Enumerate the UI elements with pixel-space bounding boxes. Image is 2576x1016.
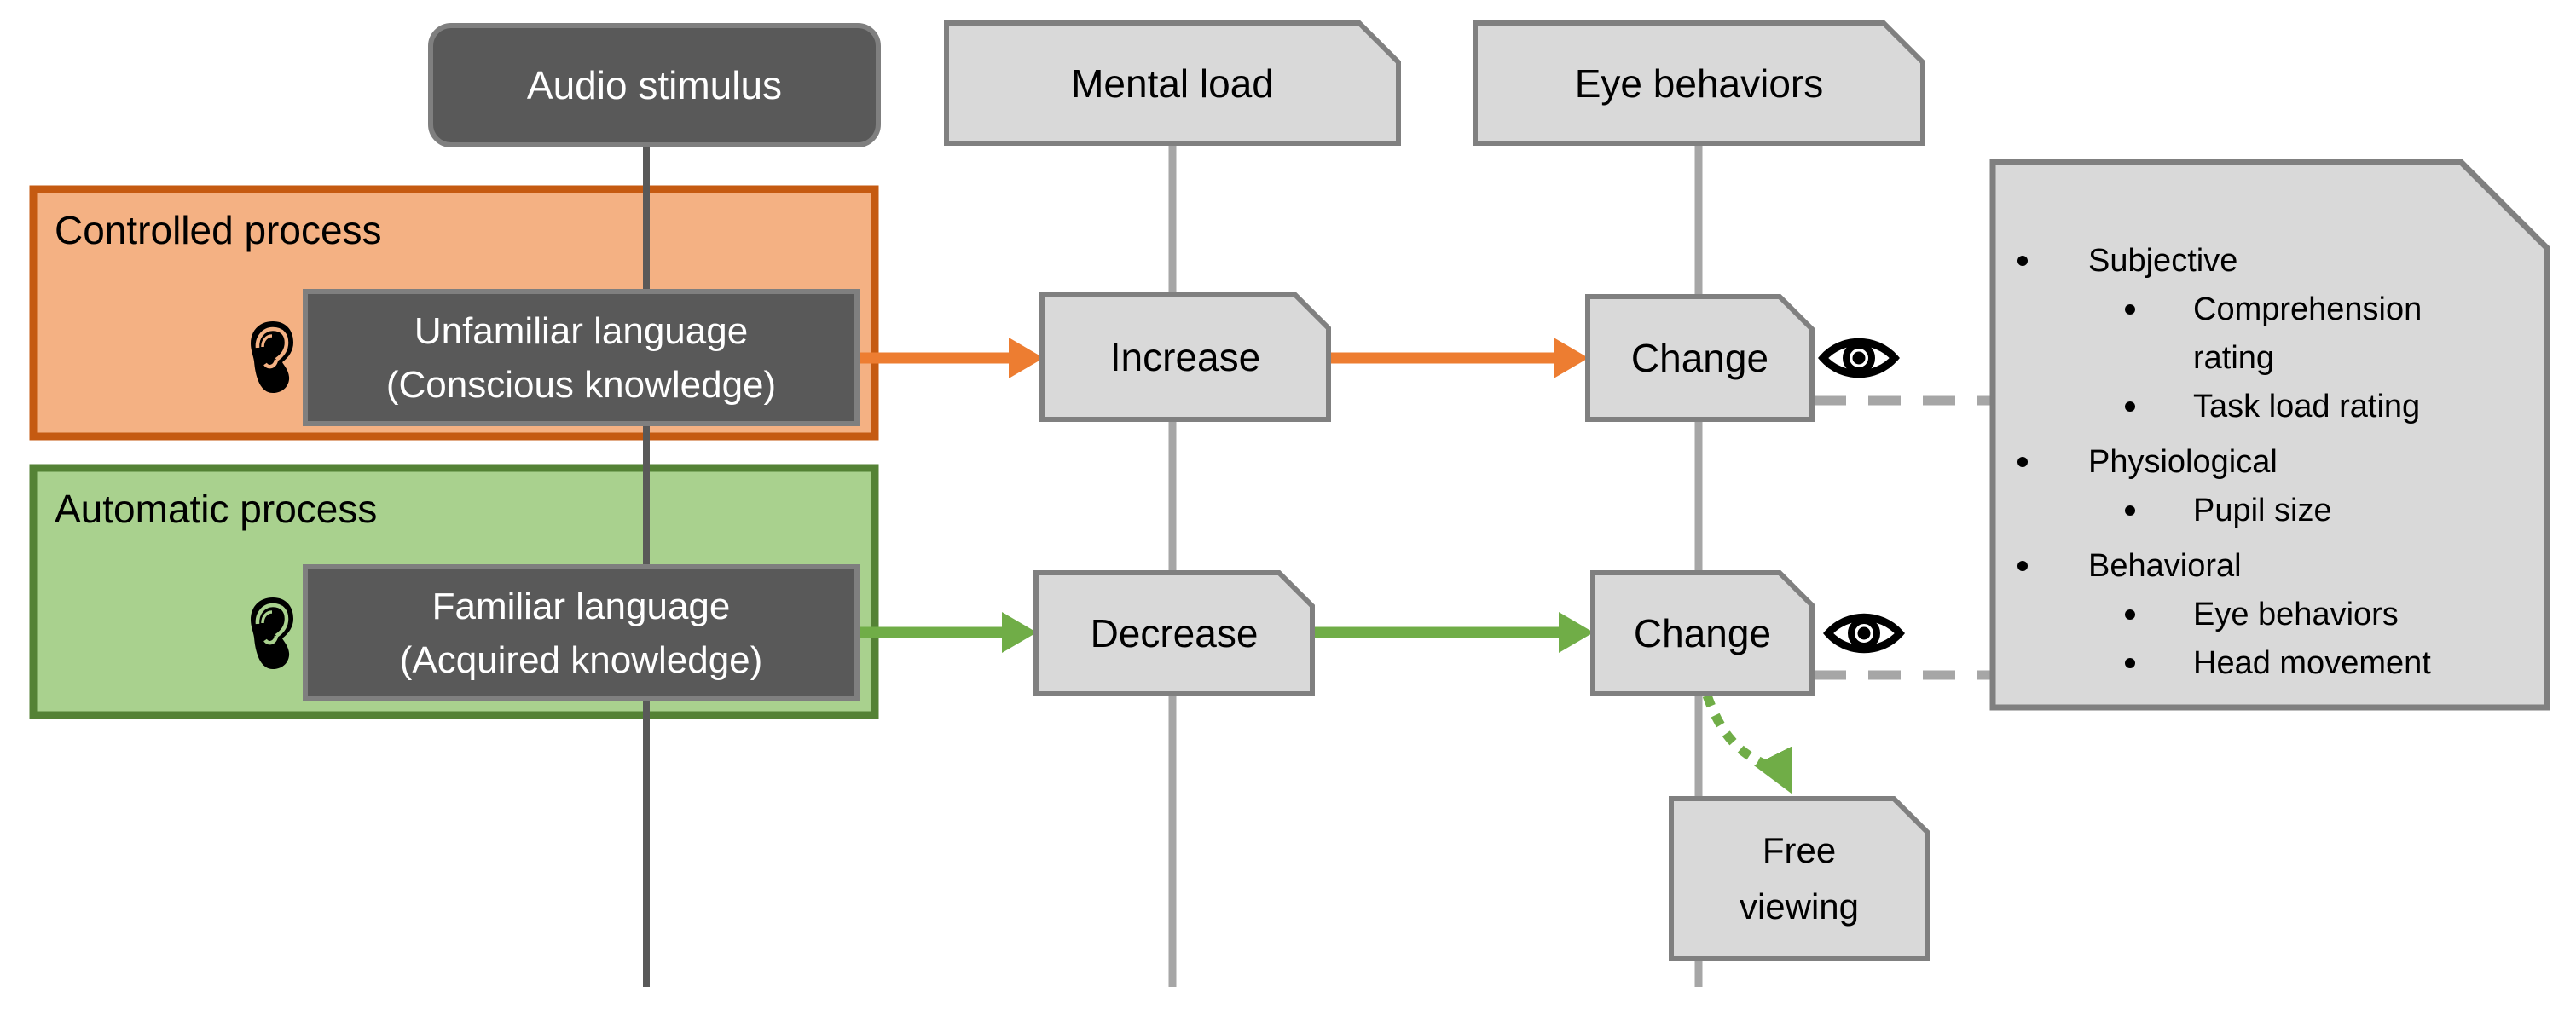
bullet-icon xyxy=(2125,505,2135,516)
arrowhead-unfamiliar-to-increase xyxy=(1009,338,1044,378)
bullet-icon xyxy=(2125,304,2135,315)
controlled-process-label: Controlled process xyxy=(55,208,382,252)
bullet-icon xyxy=(2125,401,2135,412)
free-viewing-text: Free viewing xyxy=(1739,830,1860,927)
audio-stimulus-box xyxy=(428,23,881,147)
measure-item-pupil-size: Pupil size xyxy=(1993,487,2547,535)
familiar-language-line2: (Acquired knowledge) xyxy=(399,638,763,681)
change-bottom-label: Change xyxy=(1633,611,1772,655)
audio-stimulus-label: Audio stimulus xyxy=(526,63,783,107)
eye-behaviors-box xyxy=(1473,20,1925,146)
increase-box xyxy=(1039,292,1331,422)
automatic-process-label: Automatic process xyxy=(55,487,378,531)
measure-category-subjective: Subjective xyxy=(1993,237,2547,286)
decrease-box xyxy=(1033,570,1315,696)
arrowhead-familiar-to-decrease xyxy=(1002,612,1037,653)
arrowhead-increase-to-change xyxy=(1554,338,1589,378)
measure-item-comprehension-rating: Comprehension rating xyxy=(1993,286,2547,383)
measure-category-physiological: Physiological xyxy=(1993,438,2547,487)
ear-icon xyxy=(251,321,293,393)
measures-panel-box xyxy=(1989,159,2550,711)
bullet-icon xyxy=(2125,658,2135,668)
familiar-language-label: Familiar language (Acquired knowledge) xyxy=(305,567,857,699)
familiar-language-box xyxy=(303,564,860,701)
free-viewing-arrow xyxy=(1702,694,1792,794)
measures-panel: Subjective Comprehension rating Task loa… xyxy=(1993,162,2547,688)
free-viewing-box xyxy=(1669,796,1930,961)
arrowhead-decrease-to-change xyxy=(1559,612,1594,653)
change-box-top xyxy=(1585,294,1815,422)
familiar-language-line1: Familiar language xyxy=(431,585,731,627)
bullet-icon xyxy=(2017,561,2028,571)
increase-label: Increase xyxy=(1109,335,1261,379)
bullet-icon xyxy=(2017,457,2028,467)
free-viewing-label: Free viewing xyxy=(1671,799,1927,959)
measure-item-task-load-rating: Task load rating xyxy=(1993,383,2547,431)
measure-item-head-movement: Head movement xyxy=(1993,639,2547,688)
ear-icon xyxy=(251,597,293,669)
decrease-label: Decrease xyxy=(1090,611,1259,655)
change-box-bottom xyxy=(1590,570,1815,696)
eye-icon xyxy=(1818,338,1900,378)
measure-item-eye-behaviors: Eye behaviors xyxy=(1993,591,2547,639)
change-top-label: Change xyxy=(1630,336,1769,380)
eye-icon xyxy=(1823,613,1905,654)
bullet-icon xyxy=(2017,256,2028,266)
measure-category-behavioral: Behavioral xyxy=(1993,542,2547,591)
unfamiliar-language-box xyxy=(303,289,860,426)
mental-load-box xyxy=(944,20,1401,146)
unfamiliar-language-line2: (Conscious knowledge) xyxy=(385,363,777,406)
unfamiliar-language-line1: Unfamiliar language xyxy=(414,309,749,352)
eye-behaviors-label: Eye behaviors xyxy=(1574,61,1824,106)
bullet-icon xyxy=(2125,609,2135,620)
unfamiliar-language-label: Unfamiliar language (Conscious knowledge… xyxy=(305,292,857,424)
mental-load-label: Mental load xyxy=(1071,61,1274,106)
